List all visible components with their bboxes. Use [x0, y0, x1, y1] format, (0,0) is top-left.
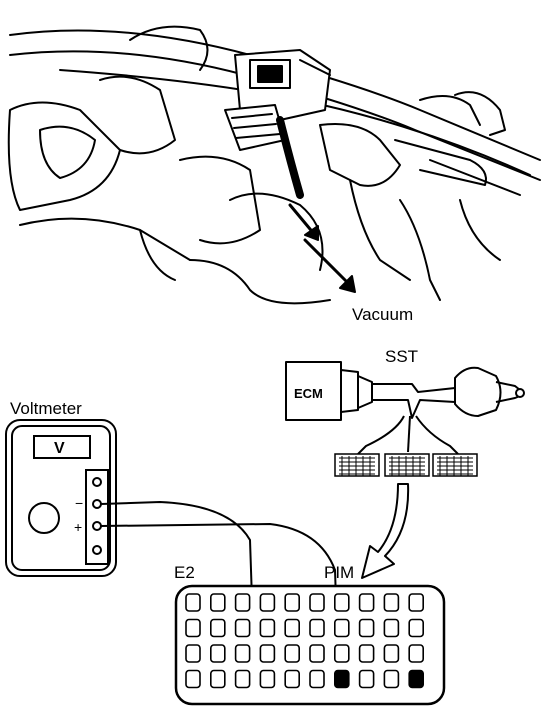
connection-arrow [361, 483, 410, 579]
voltmeter-terminal-strip [85, 469, 109, 565]
connector-pin [210, 618, 226, 638]
connector-pin [185, 669, 201, 689]
connector-pin [309, 669, 325, 689]
connector-pin [358, 644, 375, 663]
sst-harness [285, 361, 525, 455]
connector-pin [234, 618, 251, 638]
connector-pin [210, 644, 226, 663]
voltmeter-dial [28, 502, 60, 534]
connector-pin [358, 593, 375, 612]
connector-pin [234, 669, 251, 689]
connector-pin [259, 618, 276, 638]
connector-pin [333, 644, 350, 663]
ecm-box [285, 361, 342, 421]
vacuum-hose [276, 116, 304, 199]
connector-pin-probed [408, 669, 425, 689]
pim-label: PIM [324, 563, 354, 582]
vacuum-arrow-2 [303, 238, 352, 287]
connector-pin [234, 593, 251, 612]
terminal-1 [92, 477, 102, 487]
connector-pin [408, 593, 425, 612]
sst-sub-connectors [334, 453, 478, 477]
connector-pin [284, 618, 301, 638]
ecm-connector [174, 584, 446, 706]
connector-pin [284, 644, 301, 663]
lead-pim [100, 522, 337, 601]
lead-e2 [100, 500, 253, 601]
connector-pin [259, 669, 276, 689]
connector-pin [383, 669, 400, 689]
connector-pin [333, 593, 350, 612]
voltmeter-unit: V [54, 440, 65, 457]
vacuum-label: Vacuum [352, 305, 413, 324]
connector-pin [259, 644, 276, 663]
connector-pin-probed [333, 669, 350, 689]
ecm-label: ECM [294, 386, 323, 401]
e2-label: E2 [174, 563, 195, 582]
sst-branch-leads [357, 415, 405, 455]
connector-pin [383, 593, 400, 612]
connector-pin [210, 669, 226, 689]
connector-pin [234, 644, 251, 663]
connector-pin [358, 669, 375, 689]
connector-pin [185, 593, 201, 612]
vacuum-pump-tool [319, 123, 401, 187]
connector-pin [383, 644, 400, 663]
voltmeter [5, 419, 117, 577]
plus-sign: + [74, 519, 82, 535]
connector-pin [210, 593, 226, 612]
sst-label: SST [385, 347, 418, 366]
connector-pin [309, 593, 325, 612]
connector-pin [185, 618, 201, 638]
connector-pin [185, 644, 201, 663]
connector-pin [259, 593, 276, 612]
connector-pin [383, 618, 400, 638]
connector-pin [309, 644, 325, 663]
minus-sign: − [75, 495, 83, 511]
terminal-4 [92, 545, 102, 555]
connector-pin-grid [185, 593, 425, 689]
connector-pin [408, 618, 425, 638]
connector-pin [333, 618, 350, 638]
voltmeter-display [33, 435, 91, 459]
engine-block-left [7, 101, 121, 211]
connector-pin [309, 618, 325, 638]
connector-pin [408, 644, 425, 663]
connector-pin [358, 618, 375, 638]
connector-pin [284, 593, 301, 612]
engine-bay-illustration [7, 25, 541, 305]
connector-pin [284, 669, 301, 689]
voltmeter-label: Voltmeter [10, 399, 82, 418]
